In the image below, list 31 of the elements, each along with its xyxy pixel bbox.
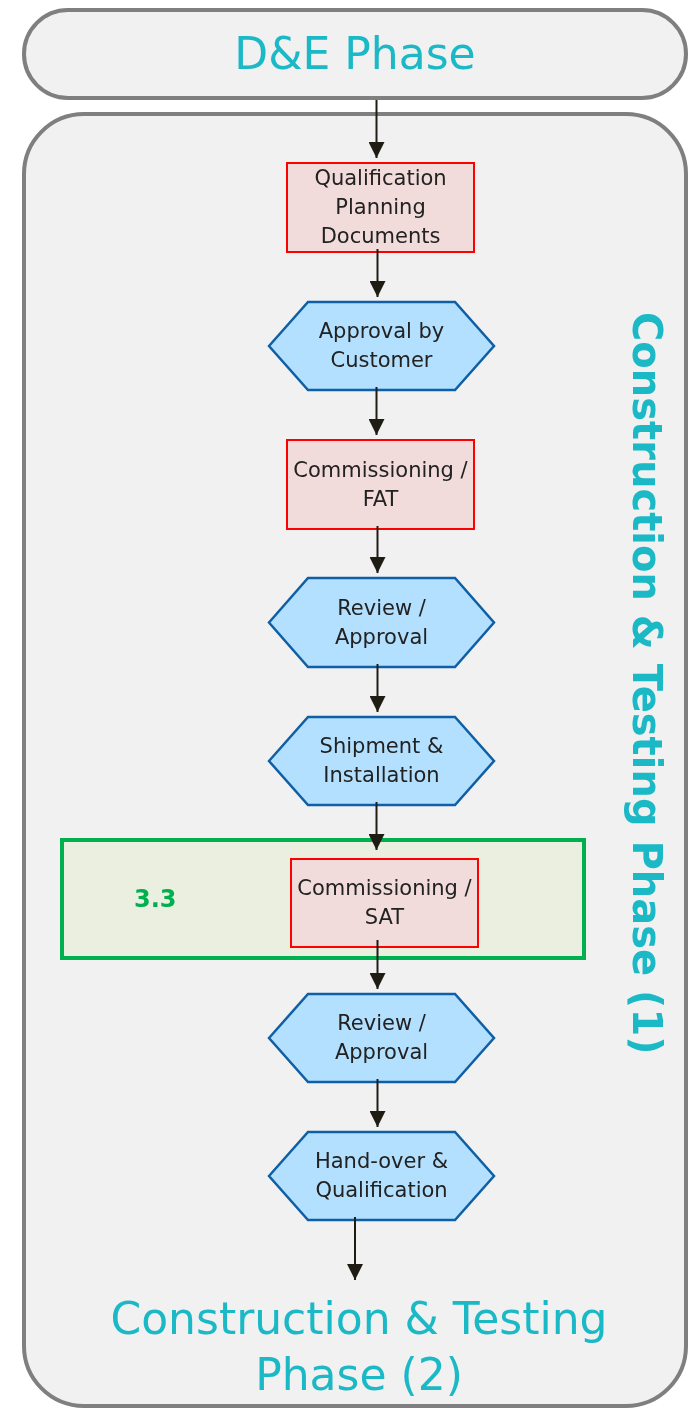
arrow bbox=[369, 1078, 386, 1128]
phase-title: D&E Phase bbox=[234, 28, 476, 80]
arrow bbox=[369, 663, 386, 713]
review-hexagon bbox=[268, 577, 495, 668]
step-text: Qualification Planning Documents bbox=[313, 165, 448, 250]
phase-title: Construction & Testing Phase (2) bbox=[109, 1292, 609, 1402]
phase-container bbox=[22, 112, 688, 1408]
step-text: Shipment & Installation bbox=[318, 733, 445, 789]
arrow bbox=[347, 1216, 363, 1281]
arrow bbox=[369, 939, 386, 990]
step-text: Commissioning / SAT bbox=[296, 875, 473, 931]
review-hexagon bbox=[268, 993, 495, 1083]
arrow bbox=[368, 386, 385, 436]
step-text: Review / Approval bbox=[333, 1010, 430, 1066]
arrow bbox=[368, 99, 385, 159]
arrow bbox=[369, 248, 386, 298]
section-number: 3.3 bbox=[134, 884, 177, 914]
phase-title: Construction & Testing Phase (1) bbox=[623, 312, 671, 1055]
process-box bbox=[290, 858, 479, 948]
arrow bbox=[369, 525, 386, 574]
step-text: Approval by Customer bbox=[317, 318, 446, 374]
step-text: Review / Approval bbox=[333, 594, 430, 651]
highlight-band bbox=[60, 838, 586, 960]
review-hexagon bbox=[268, 1131, 495, 1221]
step-text: Hand-over & Qualification bbox=[313, 1148, 450, 1204]
step-text: Commissioning / FAT bbox=[292, 456, 469, 513]
arrow bbox=[368, 801, 385, 851]
review-hexagon bbox=[268, 301, 495, 391]
process-box bbox=[286, 439, 475, 530]
process-box bbox=[286, 162, 475, 253]
review-hexagon bbox=[268, 716, 495, 806]
